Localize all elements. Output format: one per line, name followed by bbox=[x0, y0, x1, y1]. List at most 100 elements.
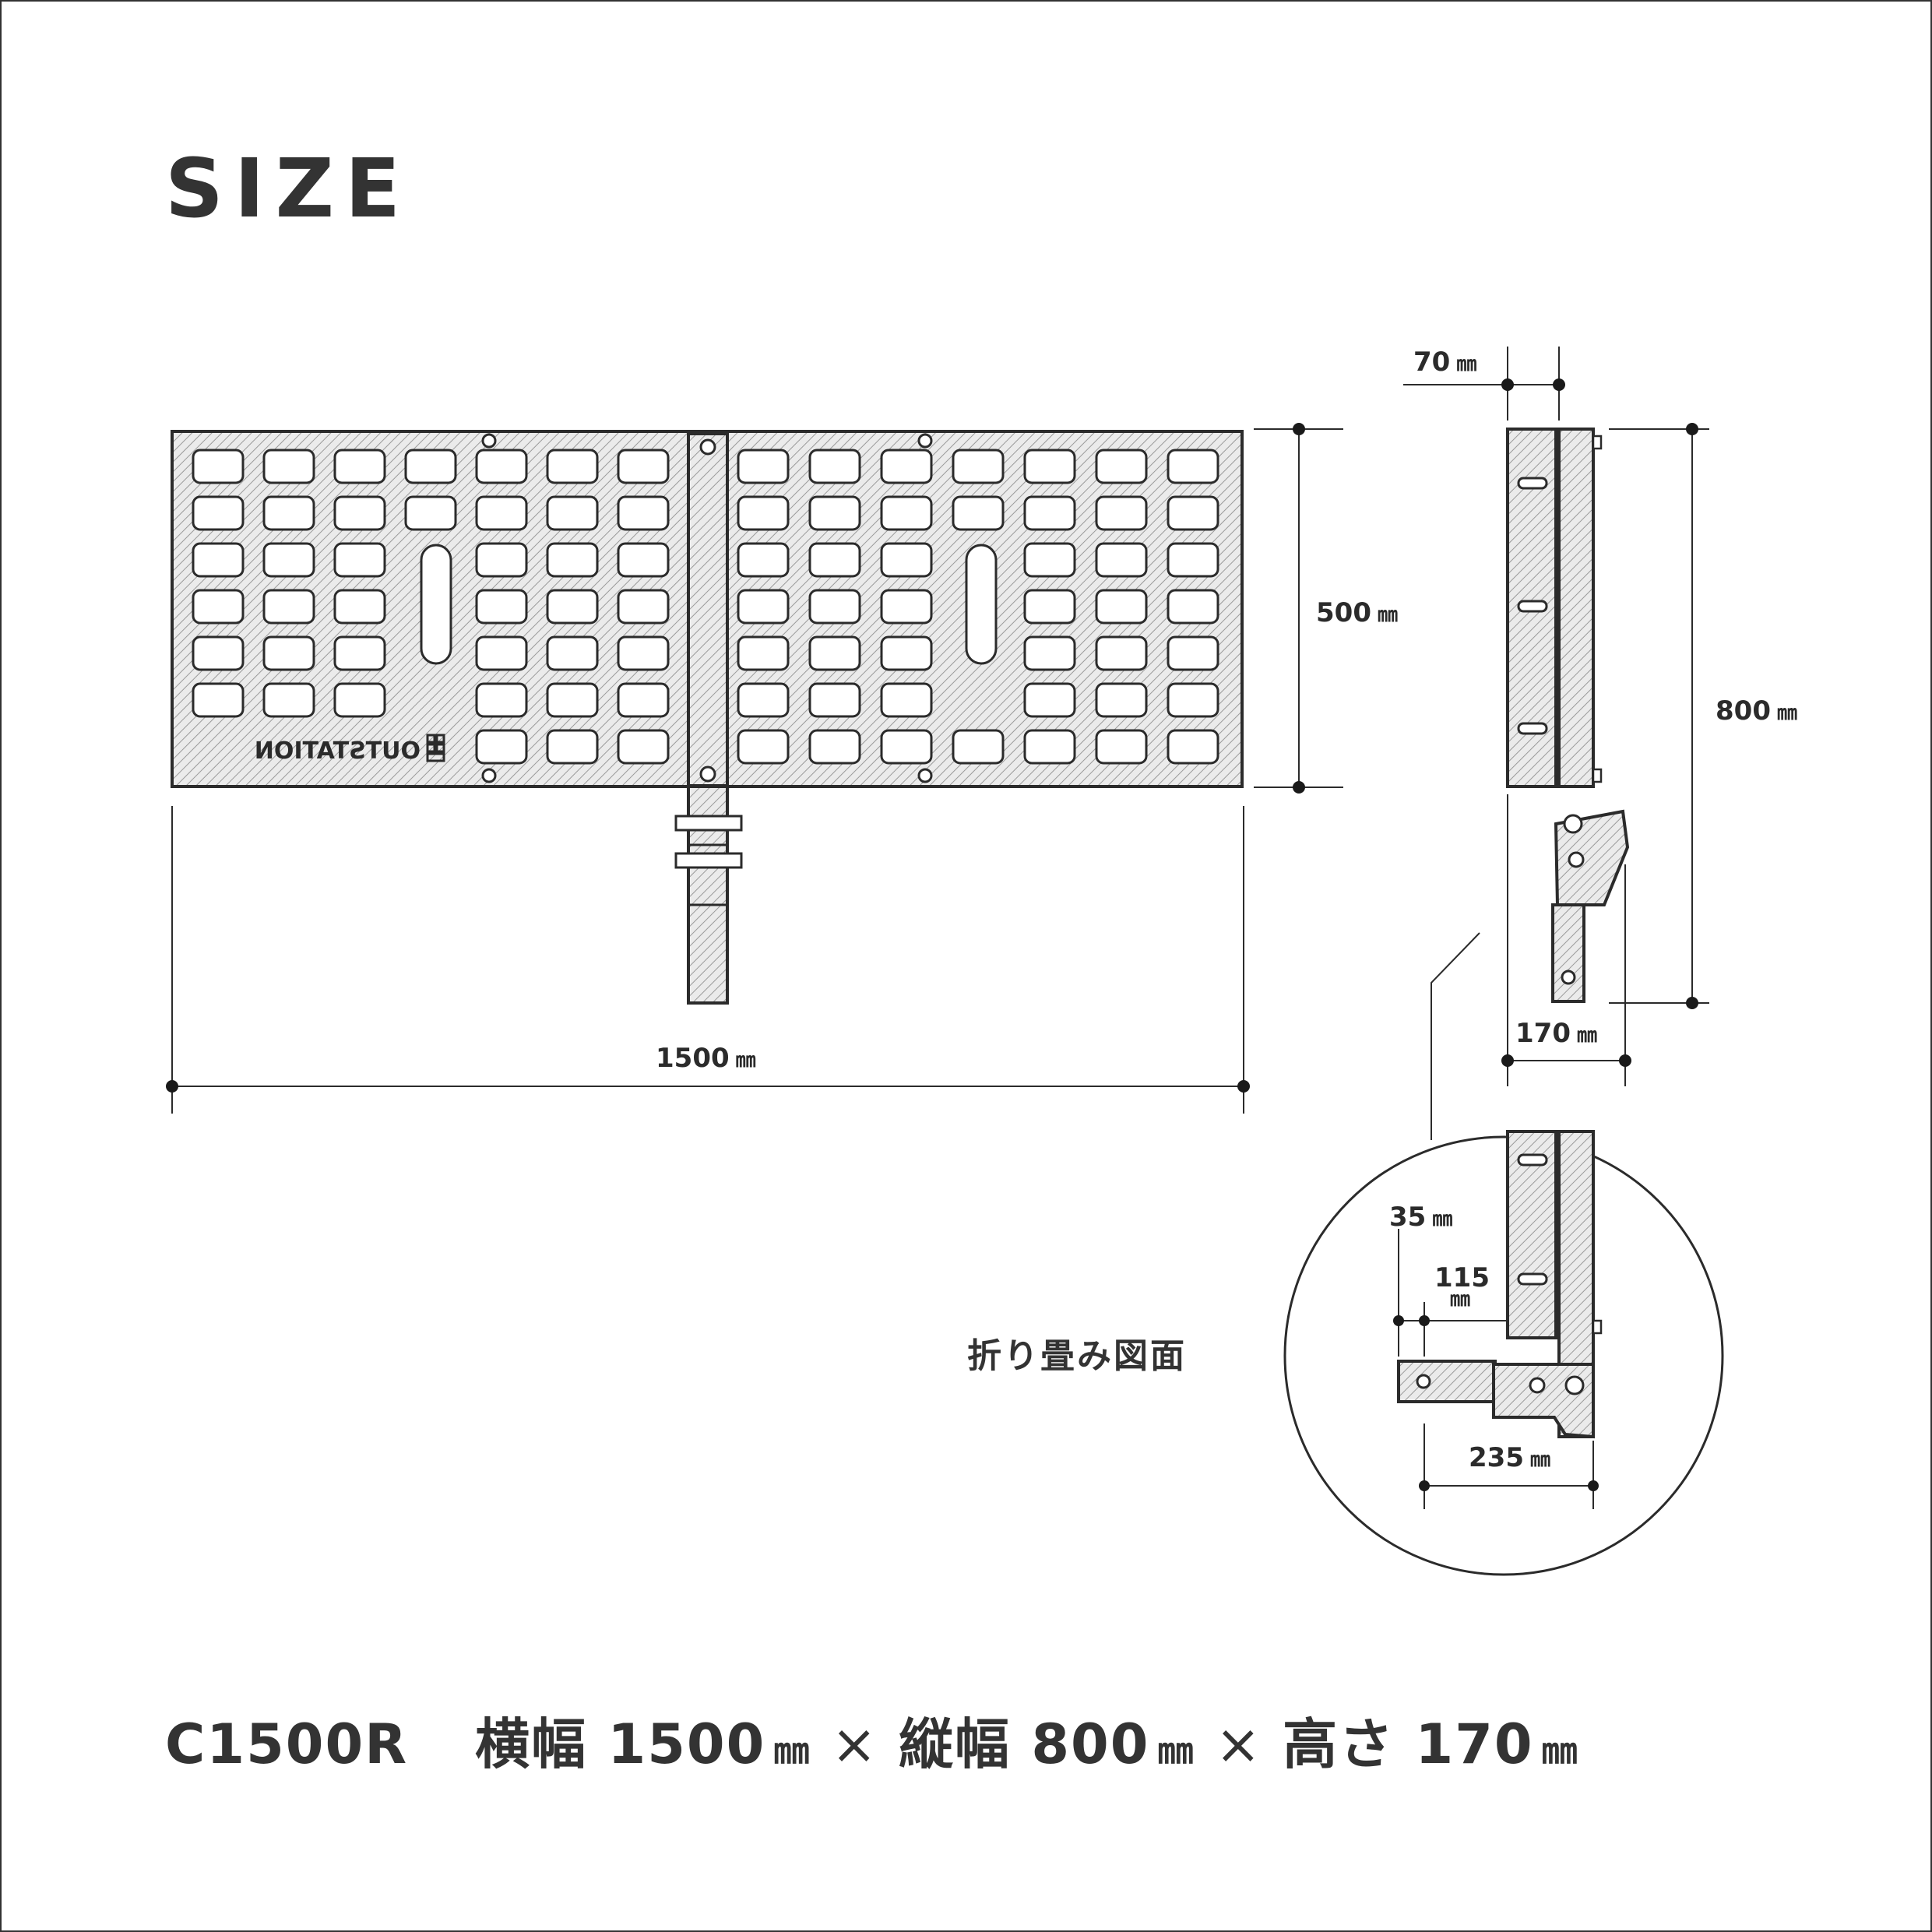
deck-slot bbox=[475, 729, 528, 765]
deck-slot bbox=[404, 449, 457, 484]
deck-slot bbox=[1167, 589, 1219, 625]
deck-slot bbox=[617, 449, 670, 484]
deck-slot bbox=[808, 542, 861, 578]
deck-slot bbox=[1023, 495, 1076, 531]
deck-slot bbox=[262, 542, 315, 578]
deck-slot bbox=[617, 682, 670, 718]
logo-text: OUTSTATION bbox=[255, 737, 421, 765]
deck-slot bbox=[1095, 682, 1148, 718]
deck-slot bbox=[808, 449, 861, 484]
length-spec-value: 800 bbox=[1031, 1712, 1150, 1776]
folded-bracket bbox=[1492, 1363, 1595, 1439]
deck-slot bbox=[617, 635, 670, 671]
center-beam bbox=[687, 432, 729, 787]
deck-slot bbox=[808, 635, 861, 671]
deck-slot bbox=[475, 542, 528, 578]
deck-slot bbox=[1095, 495, 1148, 531]
deck-slot bbox=[1167, 495, 1219, 531]
deck-slot bbox=[880, 589, 933, 625]
deck-slot bbox=[965, 544, 998, 665]
deck-slot bbox=[546, 635, 599, 671]
deck-slot bbox=[262, 449, 315, 484]
height-spec-value: 170 bbox=[1415, 1712, 1534, 1776]
deck-slot bbox=[1167, 542, 1219, 578]
deck-slot bbox=[192, 682, 245, 718]
model-name: C1500R bbox=[165, 1712, 409, 1776]
deck-slot bbox=[262, 589, 315, 625]
deck-slot bbox=[808, 729, 861, 765]
deck-slot bbox=[546, 682, 599, 718]
deck-slot bbox=[617, 589, 670, 625]
deck-slot bbox=[737, 682, 790, 718]
deck-slot bbox=[617, 729, 670, 765]
deck-slot bbox=[333, 635, 386, 671]
bolt-hole bbox=[699, 438, 716, 456]
deck-slot bbox=[952, 449, 1005, 484]
deck-slot bbox=[192, 542, 245, 578]
folded-detail bbox=[1283, 1130, 1724, 1576]
folded-hitch bbox=[1397, 1360, 1497, 1403]
deck-slot bbox=[262, 495, 315, 531]
deck-slot bbox=[333, 495, 386, 531]
deck-slot bbox=[880, 542, 933, 578]
front-view: OUTSTATION bbox=[166, 423, 1343, 1114]
deck-slot bbox=[737, 729, 790, 765]
deck-slot bbox=[1023, 542, 1076, 578]
deck-slot bbox=[952, 495, 1005, 531]
deck-slot bbox=[617, 542, 670, 578]
deck-slot bbox=[1023, 635, 1076, 671]
deck-slot bbox=[420, 544, 452, 665]
deck-slot bbox=[737, 449, 790, 484]
deck-slot bbox=[880, 449, 933, 484]
deck-slot bbox=[192, 635, 245, 671]
deck-slot bbox=[192, 449, 245, 484]
deck-slot bbox=[808, 589, 861, 625]
deck-slot bbox=[475, 495, 528, 531]
fold-offset-b-label: 115 bbox=[1434, 1262, 1490, 1293]
deck-slot bbox=[404, 495, 457, 531]
fold-offset-b-unit: ㎜ bbox=[1450, 1288, 1471, 1311]
deck-slot bbox=[333, 682, 386, 718]
deck-slot bbox=[475, 589, 528, 625]
logo: OUTSTATION bbox=[255, 734, 445, 765]
bolt-hole bbox=[699, 765, 716, 783]
deck-slot bbox=[333, 589, 386, 625]
deck-slot bbox=[1023, 449, 1076, 484]
deck-slot bbox=[475, 449, 528, 484]
bolt-hole bbox=[917, 768, 933, 783]
hitch-pin-plate bbox=[674, 815, 743, 832]
side-view bbox=[1403, 347, 1709, 1140]
detail-circle bbox=[1283, 1135, 1724, 1576]
pivot-bracket bbox=[1554, 809, 1630, 906]
deck-slot bbox=[617, 495, 670, 531]
height-spec-label: 高さ bbox=[1283, 1712, 1395, 1776]
bolt-hole bbox=[481, 433, 497, 449]
folded-drawing-label: 折り畳み図面 bbox=[967, 1336, 1187, 1376]
deck-slot bbox=[333, 542, 386, 578]
side-rail-inner bbox=[1557, 428, 1595, 788]
deck-slot bbox=[1095, 589, 1148, 625]
deck-slot bbox=[333, 449, 386, 484]
deck-slot bbox=[1167, 635, 1219, 671]
deck-slot bbox=[1095, 635, 1148, 671]
deck-slot bbox=[1167, 729, 1219, 765]
deck-slot bbox=[1023, 589, 1076, 625]
length-spec-label: 縦幅 bbox=[898, 1712, 1011, 1776]
side-hitch bbox=[1551, 903, 1585, 1003]
deck-slot bbox=[952, 729, 1005, 765]
deck-slot bbox=[1023, 729, 1076, 765]
deck-slot bbox=[880, 682, 933, 718]
deck-slot bbox=[1095, 542, 1148, 578]
deck-slot bbox=[1167, 449, 1219, 484]
deck-slot bbox=[192, 495, 245, 531]
deck-slot bbox=[546, 449, 599, 484]
deck-slot bbox=[880, 495, 933, 531]
